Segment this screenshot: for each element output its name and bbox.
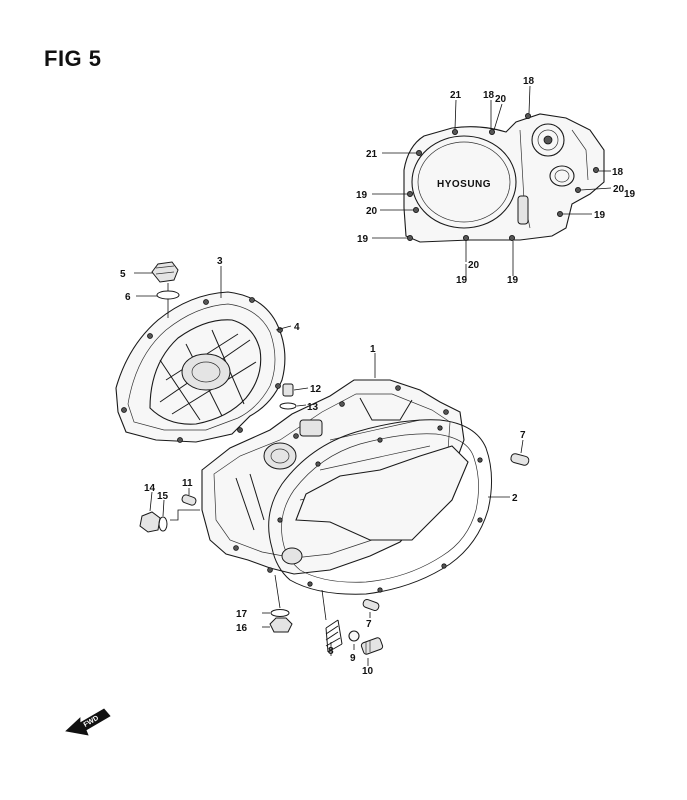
dowel-pin-7-lower: [362, 598, 380, 618]
callout-label: 13: [307, 402, 319, 413]
callout-label: 19: [507, 275, 519, 286]
callout-label: 1: [370, 344, 376, 355]
ball-9: [348, 630, 360, 650]
callout-label: 11: [182, 478, 193, 489]
forward-direction-arrow: FWD: [65, 708, 111, 736]
callout-labels: 1 2 3 4 5 6 7 7 8 9 10 11 12 13 14 15 16…: [120, 76, 636, 677]
callout-label: 19: [356, 190, 368, 201]
crankcase-gasket: [268, 419, 510, 595]
callout-label: 10: [362, 666, 374, 677]
callout-label: 19: [594, 210, 606, 221]
callout-label: 3: [217, 256, 223, 267]
callout-label: 20: [613, 184, 625, 195]
callout-label: 21: [366, 149, 378, 160]
callout-label: 16: [236, 623, 248, 634]
callout-label: 18: [612, 167, 624, 178]
callout-label: 17: [236, 609, 248, 620]
plug-16-and-washer-17: [262, 574, 293, 633]
plug-14-and-washer-15: [139, 491, 200, 533]
callout-label: 9: [350, 653, 356, 664]
callout-label: 8: [328, 646, 334, 657]
callout-label: 2: [512, 493, 518, 504]
dowel-pin-11: [181, 488, 197, 506]
callout-label: 7: [366, 619, 372, 630]
callout-label: 20: [495, 94, 507, 105]
figure-title: FIG 5: [44, 46, 102, 71]
callout-label: 19: [624, 189, 636, 200]
plug-10: [360, 637, 384, 666]
callout-label: 21: [450, 90, 462, 101]
callout-label: 20: [468, 260, 480, 271]
assembled-cover-inset: HYOSUNG: [372, 85, 612, 278]
dowel-pin-7-upper: [510, 439, 530, 466]
callout-label: 15: [157, 491, 169, 502]
callout-label: 19: [357, 234, 369, 245]
callout-label: 5: [120, 269, 126, 280]
clutch-cover-and-gasket: [115, 261, 292, 443]
callout-label: 18: [523, 76, 535, 87]
callout-label: 6: [125, 292, 131, 303]
callout-label: 14: [144, 483, 156, 494]
callout-label: 18: [483, 90, 495, 101]
callout-label: 19: [456, 275, 468, 286]
brand-text: HYOSUNG: [437, 179, 491, 190]
callout-label: 4: [294, 322, 300, 333]
callout-label: 7: [520, 430, 526, 441]
spring-8: [321, 589, 343, 656]
callout-label: 12: [310, 384, 322, 395]
callout-label: 20: [366, 206, 378, 217]
